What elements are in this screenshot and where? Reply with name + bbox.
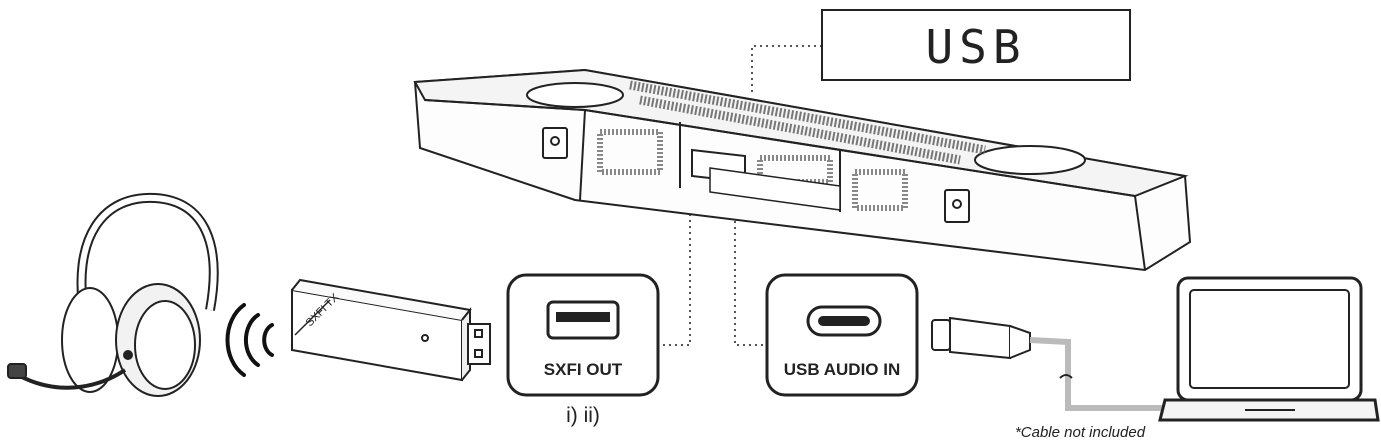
display-leader-line xyxy=(751,45,822,95)
sxfi-out-label: SXFI OUT xyxy=(544,360,623,379)
usb-c-cable-icon xyxy=(931,316,1180,411)
headset-icon xyxy=(7,192,219,397)
cable-footnote: *Cable not included xyxy=(1015,424,1146,441)
display-text: USB xyxy=(925,20,1026,74)
usb-c-port-icon xyxy=(806,305,882,337)
usb-dongle-icon: SXFI TX xyxy=(291,278,491,382)
usb-a-port-icon xyxy=(546,300,620,340)
wireless-signal-icon xyxy=(225,303,274,377)
soundbar-icon xyxy=(413,68,1192,272)
usb-audio-leader-line xyxy=(734,185,765,346)
usb-audio-in-label: USB AUDIO IN xyxy=(784,360,901,379)
sxfi-out-note: i) ii) xyxy=(566,404,600,427)
sxfi-out-port: SXFI OUT xyxy=(506,273,660,397)
sxfi-out-leader-line xyxy=(660,160,691,346)
usb-audio-in-port: USB AUDIO IN xyxy=(765,273,919,397)
leader-lines xyxy=(660,45,822,346)
laptop-icon xyxy=(1158,276,1380,422)
lcd-display: USB xyxy=(821,9,1131,81)
